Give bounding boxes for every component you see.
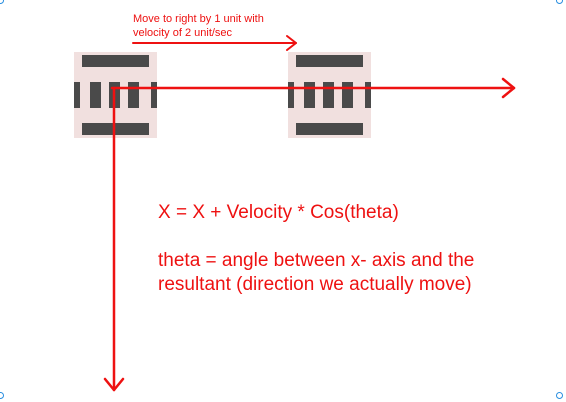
selection-handle-top-right[interactable] xyxy=(556,0,563,4)
formula-text: X = X + Velocity * Cos(theta) xyxy=(158,202,399,223)
theta-definition: theta = angle between x- axis and the re… xyxy=(158,250,475,295)
selection-handle-bottom-left[interactable] xyxy=(0,392,4,399)
move-note: Move to right by 1 unit with velocity of… xyxy=(133,13,264,39)
sprite-end-position xyxy=(288,52,371,138)
selection-handle-bottom-right[interactable] xyxy=(556,392,563,399)
x-axis-arrow xyxy=(110,77,516,99)
move-arrow xyxy=(132,35,297,51)
y-axis-arrow xyxy=(103,86,125,392)
selection-handle-top-left[interactable] xyxy=(0,0,4,4)
